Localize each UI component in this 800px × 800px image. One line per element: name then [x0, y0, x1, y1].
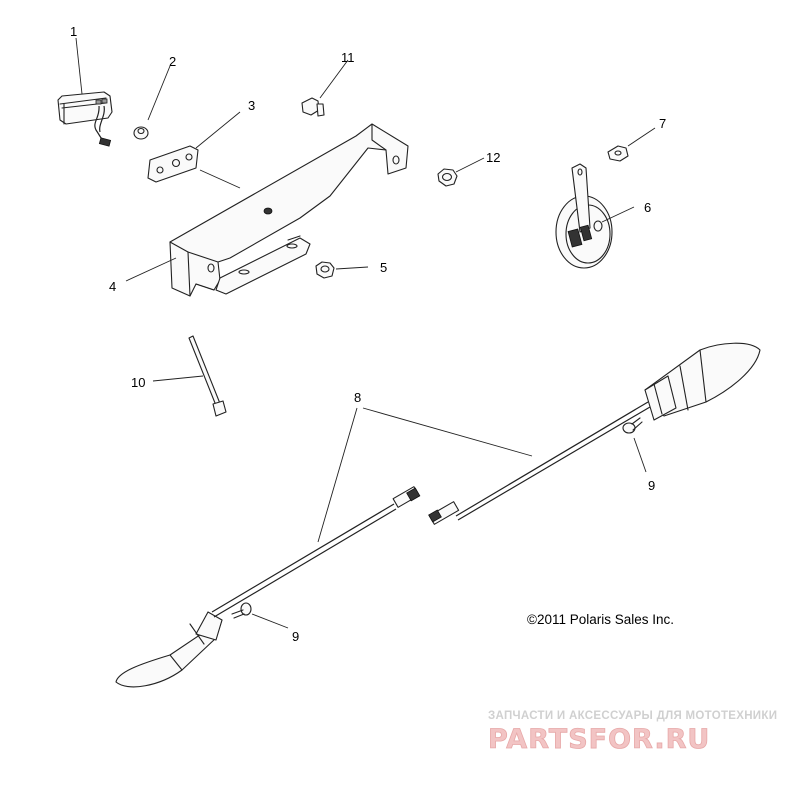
part-4-bracket — [169, 123, 409, 297]
part-2-spacer — [133, 126, 149, 140]
copyright-notice: ©2011 Polaris Sales Inc. — [527, 612, 674, 627]
callout-6: 6 — [644, 200, 651, 215]
part-12-nut — [437, 168, 458, 187]
leader-lines — [75, 37, 656, 629]
watermark: ЗАПЧАСТИ И АКСЕССУАРЫ ДЛЯ МОТОТЕХНИКИ PA… — [488, 710, 777, 755]
part-9-screw-lower — [231, 602, 252, 619]
callout-1: 1 — [70, 24, 77, 39]
callout-12: 12 — [486, 150, 500, 165]
callout-10: 10 — [131, 375, 145, 390]
part-1-plate-light — [57, 91, 113, 147]
callout-8: 8 — [354, 390, 361, 405]
callout-7: 7 — [659, 116, 666, 131]
part-8-turn-signal-right — [428, 342, 761, 525]
callout-9-upper: 9 — [648, 478, 655, 493]
callout-9-lower: 9 — [292, 629, 299, 644]
part-9-screw-upper — [622, 417, 643, 434]
part-5-nut — [315, 261, 335, 279]
callout-11: 11 — [341, 50, 355, 65]
callout-4: 4 — [109, 279, 116, 294]
part-6-horn — [555, 163, 613, 269]
callout-labels: 1 2 3 4 5 6 7 8 9 9 10 11 12 — [70, 24, 666, 644]
part-3-plate — [147, 145, 199, 183]
part-8-turn-signal-left — [115, 486, 421, 688]
callout-5: 5 — [380, 260, 387, 275]
part-7-screw — [607, 145, 629, 162]
part-10-cable-tie — [188, 335, 227, 417]
watermark-logo: PARTSFOR.RU — [488, 724, 710, 755]
part-11-bolt — [301, 97, 325, 117]
callout-2: 2 — [169, 54, 176, 69]
callout-3: 3 — [248, 98, 255, 113]
watermark-tagline: ЗАПЧАСТИ И АКСЕССУАРЫ ДЛЯ МОТОТЕХНИКИ — [488, 710, 777, 722]
